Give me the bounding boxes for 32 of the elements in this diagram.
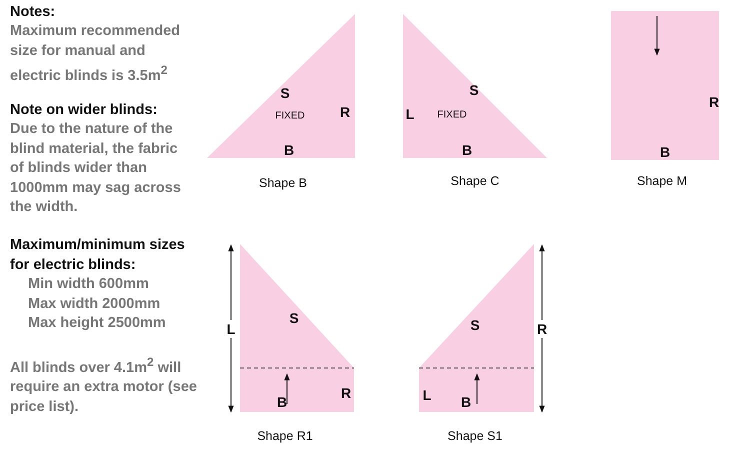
- side-label: S: [470, 317, 480, 333]
- shape-label: FIXED: [275, 110, 305, 122]
- note-text: Max width 2000mm: [28, 295, 160, 314]
- shape-label: FIXED: [437, 110, 467, 120]
- side-label: B: [276, 394, 288, 410]
- side-label: S: [469, 82, 479, 98]
- dimension-label: R: [536, 320, 548, 338]
- dimension-label: L: [226, 320, 236, 338]
- note-text: Max height 2500mm: [28, 314, 166, 333]
- side-label: B: [462, 142, 472, 158]
- note-text: Min width 600mm: [28, 275, 149, 294]
- side-label: R: [340, 385, 352, 401]
- shape-caption: Shape C: [450, 174, 500, 188]
- side-label: B: [460, 394, 472, 410]
- side-label: B: [660, 144, 670, 160]
- side-label: L: [422, 387, 432, 403]
- shape-caption: Shape M: [636, 174, 688, 188]
- side-label: B: [284, 142, 294, 158]
- note-heading: Maximum/minimum sizes for electric blinds:: [10, 236, 186, 274]
- shape-caption: Shape R1: [257, 429, 313, 443]
- shape-caption: Shape B: [259, 176, 307, 190]
- note-heading: Notes:: [10, 3, 56, 22]
- shape-caption: Shape S1: [448, 429, 502, 443]
- side-label: R: [340, 104, 350, 120]
- side-label: R: [708, 94, 720, 110]
- side-label: S: [280, 85, 290, 101]
- note-text: All blinds over 4.1m$^{2}$ will require an extra motor (see price list).: [10, 354, 198, 417]
- note-text: Due to the nature of the blind material, the fabric of blinds wider than 1000mm may sag across the width.: [10, 120, 182, 217]
- note-text: Maximum recommended size for manual and electric blinds is 3.5m$^{2}$: [10, 22, 182, 86]
- side-label: S: [289, 310, 299, 326]
- side-label: L: [406, 106, 414, 122]
- note-heading: Note on wider blinds:: [10, 101, 158, 120]
